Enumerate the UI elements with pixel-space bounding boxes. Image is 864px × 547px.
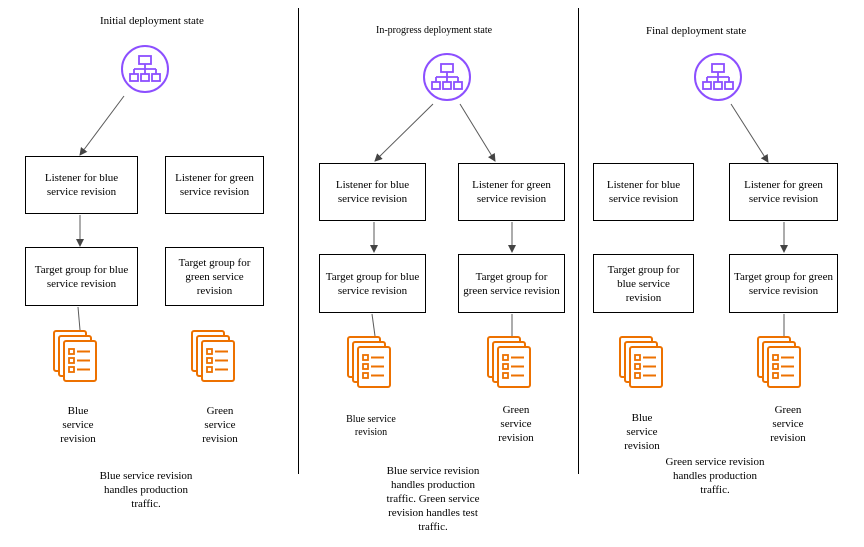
blue-target-group-box: Target group for blue service revision (593, 254, 694, 313)
green-target-group-box: Target group for green service revision (458, 254, 565, 313)
blue-listener-box: Listener for blue service revision (593, 163, 694, 221)
arrow-blue-target-to-service-2 (371, 313, 376, 337)
panel-title-initial: Initial deployment state (100, 15, 204, 27)
blue-service-label: Blue service revision (346, 414, 396, 438)
panel-caption-in-progress: Blue service revision handles production… (386, 465, 480, 533)
blue-service-label: Blue service revision (60, 405, 96, 445)
green-service-label: Green service revision (202, 405, 238, 445)
blue-target-group-box: Target group for blue service revision (25, 247, 138, 306)
green-target-group-box: Target group for green service revision (165, 247, 264, 306)
blue-listener-box: Listener for blue service revision (319, 163, 426, 221)
load-balancer-icon (694, 53, 742, 101)
service-revision-icon (53, 330, 97, 382)
panel-caption-initial: Blue service revision handles production… (99, 470, 193, 510)
service-revision-icon (619, 336, 663, 388)
service-revision-icon (757, 336, 801, 388)
load-balancer-icon (423, 53, 471, 101)
panel-divider-1 (298, 8, 299, 474)
green-service-label: Green service revision (498, 404, 534, 444)
blue-listener-box: Listener for blue service revision (25, 156, 138, 214)
panel-divider-2 (578, 8, 579, 474)
green-listener-box: Listener for green service revision (729, 163, 838, 221)
green-service-label: Green service revision (770, 404, 806, 444)
green-listener-box: Listener for green service revision (165, 156, 264, 214)
arrow-lb-to-blue-listener-1 (79, 95, 125, 156)
panel-title-final: Final deployment state (646, 25, 747, 37)
panel-caption-final: Green service revision handles productio… (665, 456, 765, 496)
panel-title-in-progress: In-progress deployment state (376, 25, 493, 36)
blue-target-group-box: Target group for blue service revision (319, 254, 426, 313)
load-balancer-icon (121, 45, 169, 93)
service-revision-icon (347, 336, 391, 388)
blue-service-label: Blue service revision (624, 412, 660, 452)
arrow-blue-target-to-service-1 (77, 306, 81, 331)
arrow-lb-to-green-listener-3 (730, 103, 769, 163)
arrow-lb-to-green-listener-2 (459, 103, 496, 162)
service-revision-icon (487, 336, 531, 388)
green-listener-box: Listener for green service revision (458, 163, 565, 221)
green-target-group-box: Target group for green service revision (729, 254, 838, 313)
arrow-lb-to-blue-listener-2 (374, 103, 434, 162)
service-revision-icon (191, 330, 235, 382)
